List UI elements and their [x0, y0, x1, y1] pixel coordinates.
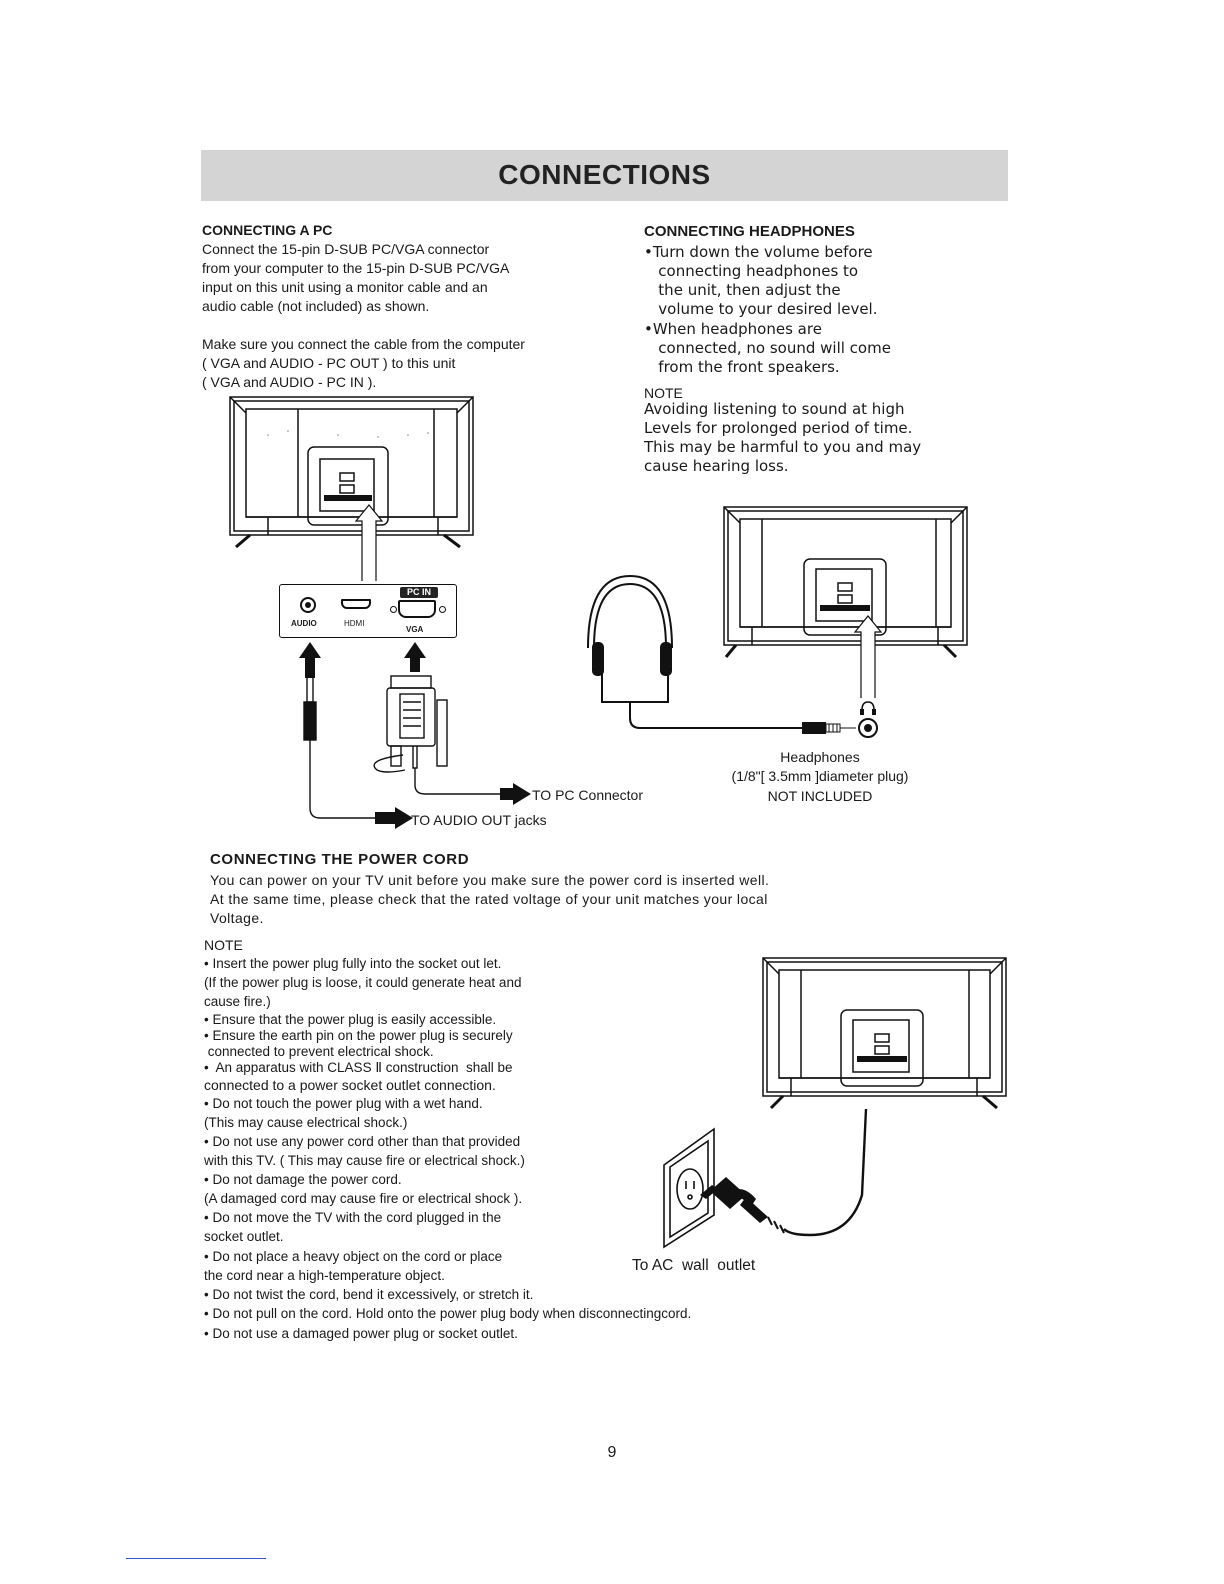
headphones-line: connected, no sound will come	[644, 339, 891, 357]
ac-outlet-caption: To AC wall outlet	[632, 1257, 756, 1274]
headphones-line: •When headphones are	[644, 320, 822, 338]
headphones-caption-line: (1/8"[ 3.5mm ]diameter plug)	[731, 768, 909, 784]
footer-divider	[126, 1558, 266, 1559]
headphones-caption-line: Headphones	[780, 749, 860, 765]
power-note-line: • Do not touch the power plug with a wet…	[204, 1096, 483, 1111]
power-note-line: • Do not use a damaged power plug or soc…	[204, 1326, 518, 1341]
power-note-line: • Do not pull on the cord. Hold onto the…	[204, 1306, 692, 1321]
power-note-line: the cord near a high-temperature object.	[204, 1268, 445, 1283]
pc-heading: CONNECTING A PC	[202, 222, 333, 238]
tv-back-pc-diagram	[229, 396, 474, 549]
hdmi-port-icon	[341, 599, 371, 609]
wall-outlet-plug-diagram	[663, 1108, 868, 1249]
headphones-line: the unit, then adjust the	[644, 281, 841, 299]
up-arrow-to-tv	[354, 504, 384, 581]
page-title: CONNECTIONS	[498, 159, 711, 190]
power-note-line: connected to prevent electrical shock.	[204, 1044, 434, 1059]
power-intro-line: You can power on your TV unit before you…	[210, 872, 770, 888]
power-note-line: (This may cause electrical shock.)	[204, 1115, 408, 1130]
power-note-line: socket outlet.	[204, 1229, 284, 1244]
headphones-note-label: NOTE	[644, 385, 683, 401]
audio-jack-icon	[300, 597, 316, 613]
power-note-line: • Do not damage the power cord.	[204, 1172, 402, 1187]
pc-para1-line: audio cable (not included) as shown.	[202, 298, 430, 314]
tv-back-power-diagram	[762, 957, 1007, 1110]
to-audio-out-label: TO AUDIO OUT jacks	[411, 812, 547, 828]
headphones-heading: CONNECTING HEADPHONES	[644, 223, 855, 240]
section-banner: CONNECTIONS	[201, 150, 1008, 201]
headphones-note-line: Levels for prolonged period of time.	[644, 419, 913, 437]
headphones-note-line: This may be harmful to you and may	[644, 438, 922, 456]
power-note-line: (A damaged cord may cause fire or electr…	[204, 1191, 523, 1206]
pc-para2-line: Make sure you connect the cable from the…	[202, 336, 525, 352]
power-note-line: • Do not place a heavy object on the cor…	[204, 1249, 503, 1264]
vga-screw-icon	[390, 606, 397, 613]
pc-cables-diagram	[299, 642, 531, 829]
power-note-line: connected to a power socket outlet conne…	[204, 1077, 496, 1093]
pc-para1-line: input on this unit using a monitor cable…	[202, 279, 488, 295]
vga-port-icon	[398, 600, 436, 618]
pc-para1-line: Connect the 15-pin D-SUB PC/VGA connecto…	[202, 241, 490, 257]
power-note-line: cause fire.)	[204, 994, 271, 1009]
pc-para2-line: ( VGA and AUDIO - PC OUT ) to this unit	[202, 355, 456, 371]
pc-in-jack-panel: PC IN AUDIO HDMI VGA	[279, 584, 457, 638]
pc-para1-line: from your computer to the 15-pin D-SUB P…	[202, 260, 510, 276]
power-note-line: • Ensure the earth pin on the power plug…	[204, 1028, 513, 1043]
audio-label: AUDIO	[291, 619, 317, 628]
power-note-label: NOTE	[204, 937, 243, 953]
headphones-line: from the front speakers.	[644, 358, 840, 376]
headphones-diagram	[587, 574, 878, 738]
vga-screw-icon	[439, 606, 446, 613]
headphones-note-line: Avoiding listening to sound at high	[644, 400, 905, 418]
headphones-line: connecting headphones to	[644, 262, 859, 280]
pc-para2-line: ( VGA and AUDIO - PC IN ).	[202, 374, 377, 390]
power-note-line: with this TV. ( This may cause fire or e…	[204, 1153, 525, 1168]
power-intro-line: Voltage.	[210, 910, 264, 926]
power-note-line: • Do not twist the cord, bend it excessi…	[204, 1287, 534, 1302]
headphones-line: •Turn down the volume before	[644, 243, 873, 261]
to-pc-connector-label: TO PC Connector	[532, 787, 644, 803]
power-heading: CONNECTING THE POWER CORD	[210, 851, 470, 868]
tv-back-headphones-diagram	[723, 506, 968, 659]
up-arrow-headphone-jack	[853, 615, 883, 698]
headphones-note-line: cause hearing loss.	[644, 457, 789, 475]
power-note-line: • Do not use any power cord other than t…	[204, 1134, 521, 1149]
hdmi-label: HDMI	[344, 619, 365, 628]
power-note-line: • An apparatus with CLASS Ⅱ construction…	[204, 1060, 513, 1075]
pc-in-badge: PC IN	[400, 587, 438, 598]
power-intro-line: At the same time, please check that the …	[210, 891, 768, 907]
power-note-line: (If the power plug is loose, it could ge…	[204, 975, 522, 990]
headphones-caption-line: NOT INCLUDED	[767, 788, 873, 804]
page-number: 9	[607, 1444, 617, 1461]
vga-label: VGA	[406, 625, 424, 634]
power-note-line: • Ensure that the power plug is easily a…	[204, 1012, 497, 1027]
headphones-line: volume to your desired level.	[644, 300, 878, 318]
power-note-line: • Do not move the TV with the cord plugg…	[204, 1210, 502, 1225]
power-note-line: • Insert the power plug fully into the s…	[204, 956, 502, 971]
